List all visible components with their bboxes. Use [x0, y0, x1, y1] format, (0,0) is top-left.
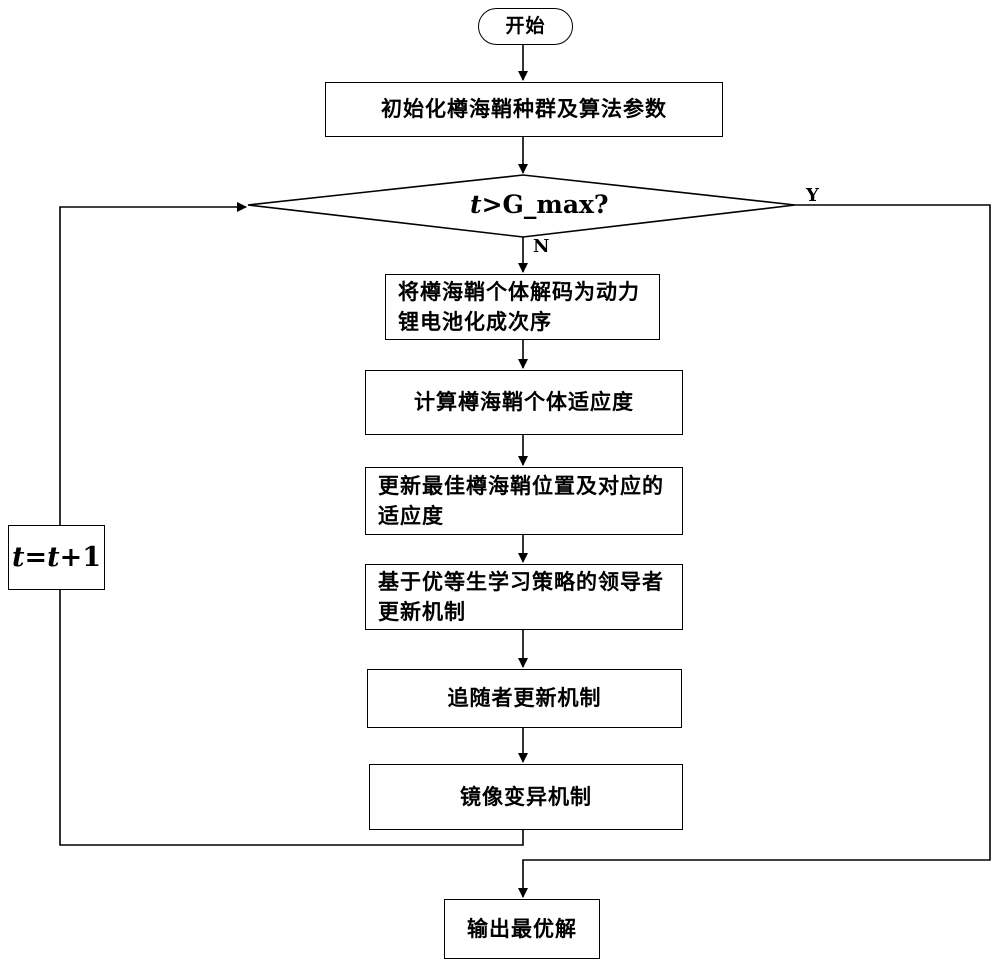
- yes-branch-line: [518, 204, 991, 898]
- follower-update-step-box: 追随者更新机制: [367, 669, 682, 728]
- output-label: 输出最优解: [467, 916, 577, 941]
- condition-label: t>G_max?: [470, 190, 609, 219]
- decode-step-label: 将樽海鞘个体解码为动力锂电池化成次序: [398, 279, 640, 334]
- decode-step-box: 将樽海鞘个体解码为动力锂电池化成次序: [385, 274, 660, 340]
- loop-back-line: [59, 202, 524, 846]
- init-label: 初始化樽海鞘种群及算法参数: [381, 97, 667, 122]
- output-box: 输出最优解: [444, 899, 600, 959]
- init-box: 初始化樽海鞘种群及算法参数: [325, 82, 723, 137]
- loop-rhs-var: t: [47, 541, 60, 573]
- condition-op: >G_max?: [481, 190, 609, 219]
- update-best-step-box: 更新最佳樽海鞘位置及对应的适应度: [365, 467, 683, 535]
- fitness-step-box: 计算樽海鞘个体适应度: [365, 370, 683, 435]
- loop-increment-box: t=t+1: [8, 525, 105, 590]
- loop-lhs: t: [11, 541, 25, 573]
- start-terminal: 开始: [478, 8, 573, 45]
- condition-var: t: [470, 190, 482, 219]
- leader-update-step-box: 基于优等生学习策略的领导者更新机制: [365, 564, 683, 630]
- no-label: N: [533, 236, 550, 257]
- mirror-mutation-step-label: 镜像变异机制: [460, 784, 592, 809]
- follower-update-step-label: 追随者更新机制: [447, 686, 602, 711]
- start-label: 开始: [505, 14, 546, 37]
- loop-eq: =: [24, 541, 48, 573]
- leader-update-step-label: 基于优等生学习策略的领导者更新机制: [378, 569, 664, 624]
- mirror-mutation-step-box: 镜像变异机制: [369, 764, 683, 830]
- fitness-step-label: 计算樽海鞘个体适应度: [414, 390, 634, 415]
- yes-label: Y: [806, 185, 819, 206]
- loop-rhs-rest: +1: [59, 541, 101, 573]
- loop-increment-label: t=t+1: [12, 538, 101, 577]
- update-best-step-label: 更新最佳樽海鞘位置及对应的适应度: [378, 473, 664, 528]
